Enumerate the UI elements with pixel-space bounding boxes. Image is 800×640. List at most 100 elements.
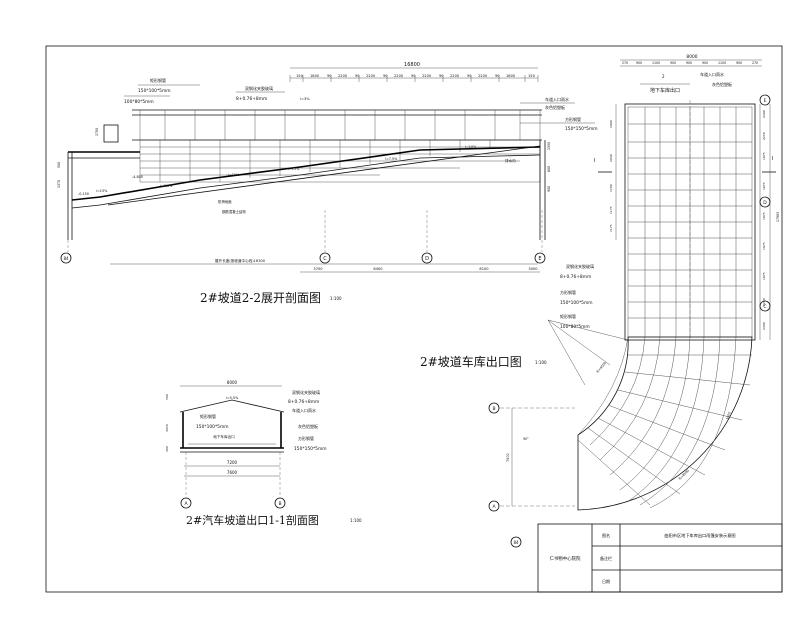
- svg-text:300: 300: [165, 446, 169, 452]
- svg-text:90°: 90°: [523, 437, 529, 441]
- svg-text:500: 500: [57, 162, 61, 168]
- svg-text:D: D: [763, 200, 767, 206]
- svg-text:100*80*5mm: 100*80*5mm: [560, 324, 590, 330]
- svg-text:90: 90: [439, 74, 444, 78]
- svg-text:1800: 1800: [506, 74, 516, 78]
- canopy-curve: [577, 336, 753, 511]
- svg-text:3000: 3000: [528, 267, 538, 271]
- svg-text:i=15%: i=15%: [228, 173, 240, 177]
- svg-text:2400: 2400: [762, 110, 766, 118]
- exit-plan-title: 2#坡道车库出口图: [420, 354, 522, 369]
- svg-text:图名: 图名: [602, 532, 610, 538]
- svg-text:i=15%: i=15%: [96, 189, 108, 193]
- svg-text:i=7.5%: i=7.5%: [385, 157, 398, 161]
- svg-text:84: 84: [513, 540, 519, 545]
- axis-bubble-d: [421, 252, 433, 264]
- axis-bubble-e: [534, 252, 546, 264]
- ramp-slab: [71, 146, 541, 201]
- svg-text:90: 90: [411, 74, 416, 78]
- svg-text:A: A: [184, 501, 188, 507]
- svg-text:i=7.5%: i=7.5%: [160, 184, 173, 188]
- svg-text:C: C: [763, 304, 766, 310]
- svg-text:防滑地面: 防滑地面: [218, 199, 232, 204]
- svg-text:1975: 1975: [762, 182, 766, 190]
- svg-text:1:100: 1:100: [535, 360, 547, 365]
- svg-text:D: D: [425, 256, 429, 262]
- svg-text:备注栏: 备注栏: [600, 555, 612, 561]
- axis-bubble-a-plan: [488, 500, 500, 512]
- svg-text:150*100*5mm: 150*100*5mm: [196, 424, 229, 430]
- exit-label: 地下车库出口: [650, 87, 680, 94]
- svg-text:150*150*5mm: 150*150*5mm: [294, 446, 327, 452]
- svg-text:1100: 1100: [652, 61, 660, 65]
- axis-bubble-c: [319, 252, 331, 264]
- svg-text:A: A: [492, 504, 496, 510]
- svg-text:270: 270: [752, 61, 758, 65]
- svg-text:曲阳市区地下车库出口雨篷安装示意图: 曲阳市区地下车库出口雨篷安装示意图: [664, 532, 735, 539]
- dim-top-overall: 16800: [404, 62, 420, 68]
- svg-text:2200: 2200: [394, 74, 404, 78]
- svg-text:1175: 1175: [609, 206, 613, 214]
- svg-text:1:100: 1:100: [350, 518, 362, 523]
- svg-text:仁书物中心院院: 仁书物中心院院: [550, 555, 581, 562]
- svg-text:I: I: [594, 158, 595, 164]
- svg-text:7500: 7500: [506, 453, 510, 462]
- svg-text:1900: 1900: [609, 120, 613, 128]
- svg-text:1700: 1700: [95, 128, 99, 136]
- svg-text:E: E: [538, 256, 541, 262]
- svg-text:2200: 2200: [338, 74, 348, 78]
- svg-text:8000: 8000: [227, 380, 238, 385]
- svg-text:灰色铝塑板: 灰色铝塑板: [545, 104, 565, 110]
- svg-text:90: 90: [383, 74, 388, 78]
- svg-text:1975: 1975: [762, 272, 766, 280]
- svg-text:I: I: [772, 156, 773, 162]
- svg-text:方形钢管: 方形钢管: [560, 289, 576, 295]
- svg-text:钢筋混凝土结构: 钢筋混凝土结构: [222, 209, 246, 214]
- svg-text:i=10%: i=10%: [465, 145, 477, 149]
- svg-text:展开长度(按坡道中心线)16300: 展开长度(按坡道中心线)16300: [215, 258, 266, 263]
- section-1-1: 8000 i=5.5% 地下车库出口 500 3050 300 7200 760…: [165, 380, 362, 527]
- axis-bubble-84: [60, 252, 72, 264]
- svg-text:C: C: [323, 256, 327, 262]
- svg-text:1975: 1975: [762, 212, 766, 220]
- svg-text:车道入口雨水: 车道入口雨水: [292, 407, 316, 413]
- svg-text:方形钢管: 方形钢管: [298, 435, 314, 441]
- svg-text:R=4500: R=4500: [596, 361, 607, 374]
- axis-bubble-b-plan: [488, 402, 500, 414]
- section-1-1-title: 2#汽车坡道出口1-1剖面图: [186, 513, 319, 527]
- svg-text:1175: 1175: [609, 224, 613, 232]
- svg-text:900: 900: [547, 186, 551, 192]
- axis-bubble-84-plan: [510, 536, 522, 548]
- svg-text:900: 900: [736, 61, 742, 65]
- svg-text:1:100: 1:100: [330, 296, 342, 301]
- svg-text:排水沟: 排水沟: [505, 158, 516, 163]
- svg-text:B: B: [492, 406, 495, 412]
- svg-text:8+0.76+8mm: 8+0.76+8mm: [236, 96, 267, 102]
- svg-text:车道入口雨水: 车道入口雨水: [700, 71, 724, 77]
- axis-bubble-e-plan: [759, 94, 771, 106]
- svg-text:i=3%: i=3%: [300, 97, 310, 101]
- svg-text:150*100*5mm: 150*100*5mm: [560, 300, 593, 306]
- svg-text:7200: 7200: [227, 460, 238, 465]
- svg-text:2400: 2400: [762, 322, 766, 330]
- svg-text:地下车库出口: 地下车库出口: [213, 434, 235, 439]
- svg-text:2250: 2250: [762, 132, 766, 140]
- svg-text:1700: 1700: [609, 184, 613, 192]
- svg-text:8400: 8400: [373, 267, 383, 271]
- svg-text:2: 2: [662, 74, 665, 79]
- svg-text:车道入口雨水: 车道入口雨水: [545, 96, 569, 102]
- svg-text:150: 150: [528, 74, 536, 78]
- svg-text:方形钢管: 方形钢管: [565, 116, 581, 122]
- svg-text:-0.150: -0.150: [78, 192, 89, 196]
- svg-text:灰色铝塑板: 灰色铝塑板: [298, 423, 318, 429]
- svg-text:500: 500: [165, 394, 169, 400]
- sheet-border: [45, 45, 783, 593]
- svg-text:2200: 2200: [422, 74, 432, 78]
- svg-text:8+0.76+8mm: 8+0.76+8mm: [560, 274, 591, 280]
- svg-text:150*100*5mm: 150*100*5mm: [138, 88, 171, 94]
- svg-text:3050: 3050: [165, 424, 169, 432]
- svg-text:灰色铝塑板: 灰色铝塑板: [712, 81, 732, 87]
- svg-text:8100: 8100: [479, 267, 489, 271]
- svg-text:日期: 日期: [602, 578, 610, 584]
- axis-bubble-d-plan: [759, 196, 771, 208]
